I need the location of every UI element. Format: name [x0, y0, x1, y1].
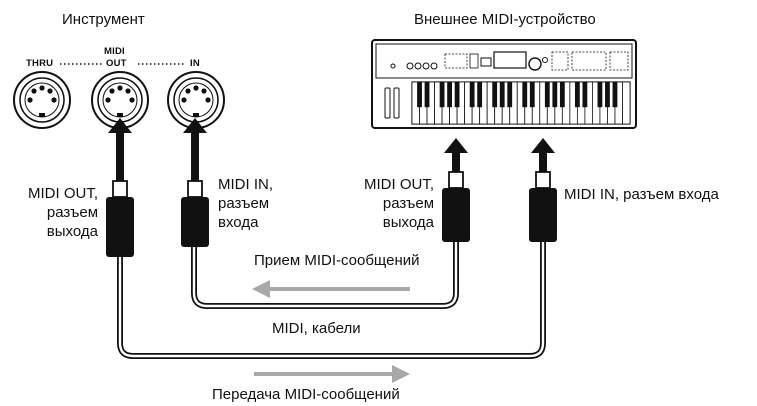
- cables-label: MIDI, кабели: [272, 320, 361, 337]
- cable-in-to-out: [191, 237, 459, 309]
- black-key: [454, 82, 460, 108]
- black-key: [507, 82, 513, 108]
- black-key: [597, 82, 603, 108]
- plug-instrument-out: [106, 118, 134, 257]
- label-instrument-out-line1: MIDI OUT,: [28, 185, 98, 202]
- black-key: [417, 82, 422, 108]
- black-key: [582, 82, 588, 108]
- port-label-in: IN: [190, 58, 200, 69]
- receive-label: Прием MIDI-сообщений: [254, 252, 420, 269]
- black-key: [522, 82, 528, 108]
- label-device-out-line1: MIDI OUT,: [364, 176, 434, 193]
- label-device-out: MIDI OUT, разъем выхода: [330, 175, 434, 232]
- black-key: [447, 82, 452, 108]
- black-key: [469, 82, 475, 108]
- label-instrument-in-line2: разъем: [218, 195, 270, 212]
- black-key: [499, 82, 505, 108]
- black-key: [477, 82, 483, 108]
- midi-thru-port: [13, 71, 71, 129]
- label-instrument-in-line1: MIDI IN,: [218, 176, 273, 193]
- instrument-title: Инструмент: [62, 11, 145, 28]
- transmit-arrow: [254, 365, 410, 383]
- plug-instrument-in: [181, 118, 209, 247]
- black-key: [529, 82, 535, 108]
- black-key: [612, 82, 618, 108]
- keyboard-device-icon: [371, 39, 637, 129]
- label-device-in: MIDI IN, разъем входа: [564, 186, 719, 203]
- port-label-out: OUT: [106, 58, 127, 69]
- black-key: [424, 82, 430, 108]
- midi-out-port: [91, 71, 149, 129]
- black-key: [544, 82, 550, 108]
- label-instrument-out: MIDI OUT, разъем выхода: [2, 184, 98, 241]
- black-key: [605, 82, 610, 108]
- device-title: Внешнее MIDI-устройство: [414, 11, 596, 28]
- black-key: [559, 82, 565, 108]
- label-instrument-in: MIDI IN, разъем входа: [218, 175, 273, 232]
- label-instrument-out-line3: выхода: [46, 223, 98, 240]
- label-device-out-line3: выхода: [382, 214, 434, 231]
- midi-in-port: [167, 71, 225, 129]
- black-key: [492, 82, 498, 108]
- plug-device-out: [442, 138, 470, 242]
- black-key: [574, 82, 580, 108]
- label-instrument-out-line2: разъем: [46, 204, 98, 221]
- black-key: [552, 82, 558, 108]
- white-key: [622, 81, 631, 125]
- receive-arrow: [252, 280, 410, 298]
- port-label-thru: THRU: [26, 58, 54, 69]
- label-instrument-in-line3: входа: [218, 214, 259, 231]
- plug-device-in: [529, 138, 557, 242]
- label-device-out-line2: разъем: [382, 195, 434, 212]
- black-key: [439, 82, 445, 108]
- midi-heading: MIDI: [104, 46, 125, 57]
- transmit-label: Передача MIDI-сообщений: [212, 386, 400, 403]
